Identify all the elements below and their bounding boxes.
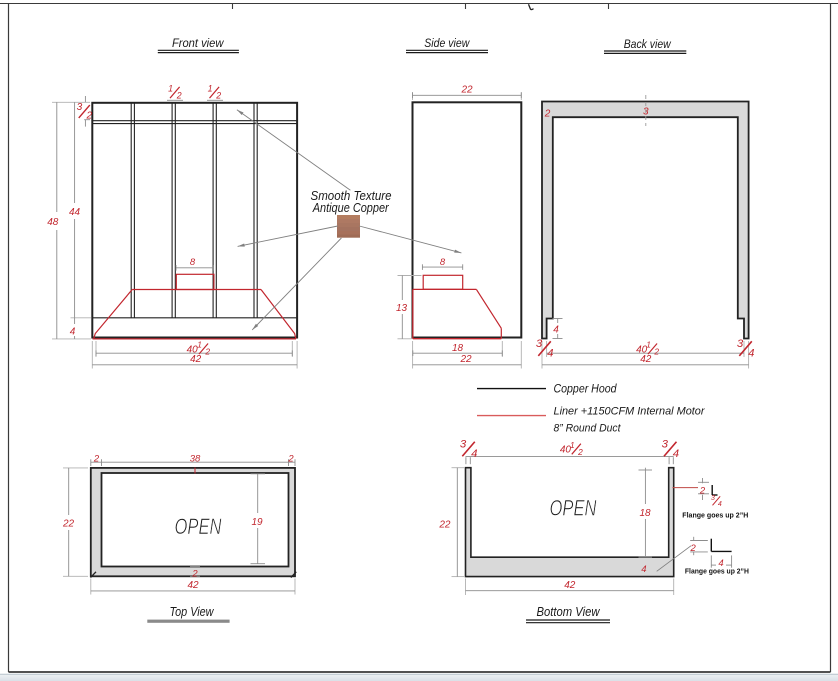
svg-text:2: 2 [653, 347, 659, 357]
svg-text:8: 8 [440, 257, 446, 268]
svg-text:Top View: Top View [170, 605, 215, 619]
svg-text:Flange goes up 2”H: Flange goes up 2”H [685, 566, 749, 575]
svg-text:40: 40 [636, 344, 648, 355]
svg-text:2: 2 [287, 453, 294, 464]
svg-text:4: 4 [547, 348, 553, 360]
svg-text:19: 19 [251, 517, 263, 528]
svg-text:40: 40 [187, 344, 199, 355]
svg-text:18: 18 [639, 508, 651, 519]
svg-text:4: 4 [718, 558, 723, 569]
svg-text:42: 42 [187, 580, 199, 591]
svg-text:44: 44 [69, 207, 81, 218]
svg-text:2: 2 [86, 111, 93, 122]
svg-text:3: 3 [77, 102, 83, 113]
svg-text:Copper Hood: Copper Hood [554, 384, 618, 396]
svg-text:2: 2 [204, 347, 210, 357]
svg-text:3: 3 [460, 438, 467, 450]
svg-text:2: 2 [577, 447, 583, 457]
svg-text:1: 1 [646, 340, 651, 350]
svg-text:4: 4 [673, 448, 679, 460]
svg-text:OPEN: OPEN [175, 514, 222, 539]
svg-text:Flange goes up 2”H: Flange goes up 2”H [682, 510, 748, 519]
svg-text:3: 3 [662, 438, 669, 450]
svg-text:1: 1 [208, 83, 213, 93]
svg-text:22: 22 [438, 520, 451, 531]
svg-text:4: 4 [471, 448, 477, 460]
svg-text:4: 4 [748, 348, 754, 360]
svg-text:4: 4 [718, 501, 722, 508]
svg-text:1: 1 [197, 340, 202, 350]
svg-text:4: 4 [641, 564, 646, 575]
svg-text:1: 1 [570, 440, 575, 450]
svg-text:42: 42 [190, 354, 202, 365]
svg-text:4: 4 [553, 325, 559, 336]
svg-text:2: 2 [544, 109, 551, 120]
svg-text:40: 40 [560, 445, 572, 456]
svg-text:4: 4 [70, 327, 76, 338]
svg-text:8: 8 [190, 257, 196, 268]
svg-text:38: 38 [190, 453, 201, 464]
svg-text:Side view: Side view [424, 36, 470, 50]
svg-text:42: 42 [640, 354, 652, 365]
svg-text:OPEN: OPEN [550, 496, 597, 521]
svg-text:2: 2 [93, 453, 100, 464]
svg-text:18: 18 [452, 343, 464, 354]
svg-text:Liner +1150CFM Internal Motor: Liner +1150CFM Internal Motor [554, 406, 706, 418]
svg-text:1: 1 [168, 83, 173, 93]
svg-text:22: 22 [460, 85, 473, 96]
svg-text:3: 3 [536, 338, 543, 350]
svg-text:22: 22 [459, 354, 472, 365]
svg-text:2: 2 [176, 91, 182, 101]
svg-text:2: 2 [191, 568, 198, 579]
svg-text:Antique Copper: Antique Copper [312, 201, 390, 215]
svg-text:13: 13 [396, 303, 408, 314]
svg-text:8” Round Duct: 8” Round Duct [554, 423, 622, 435]
svg-text:3: 3 [711, 495, 715, 502]
svg-text:Smooth Texture: Smooth Texture [311, 189, 392, 203]
svg-text:22: 22 [62, 519, 75, 530]
svg-text:Bottom View: Bottom View [537, 605, 601, 619]
svg-text:3: 3 [737, 338, 744, 350]
svg-text:2: 2 [699, 485, 706, 496]
svg-text:Back view: Back view [624, 37, 672, 51]
svg-text:2: 2 [690, 543, 697, 554]
svg-text:48: 48 [47, 217, 59, 228]
svg-text:2: 2 [215, 91, 221, 101]
svg-text:Front view: Front view [172, 36, 225, 50]
svg-text:42: 42 [564, 580, 576, 591]
